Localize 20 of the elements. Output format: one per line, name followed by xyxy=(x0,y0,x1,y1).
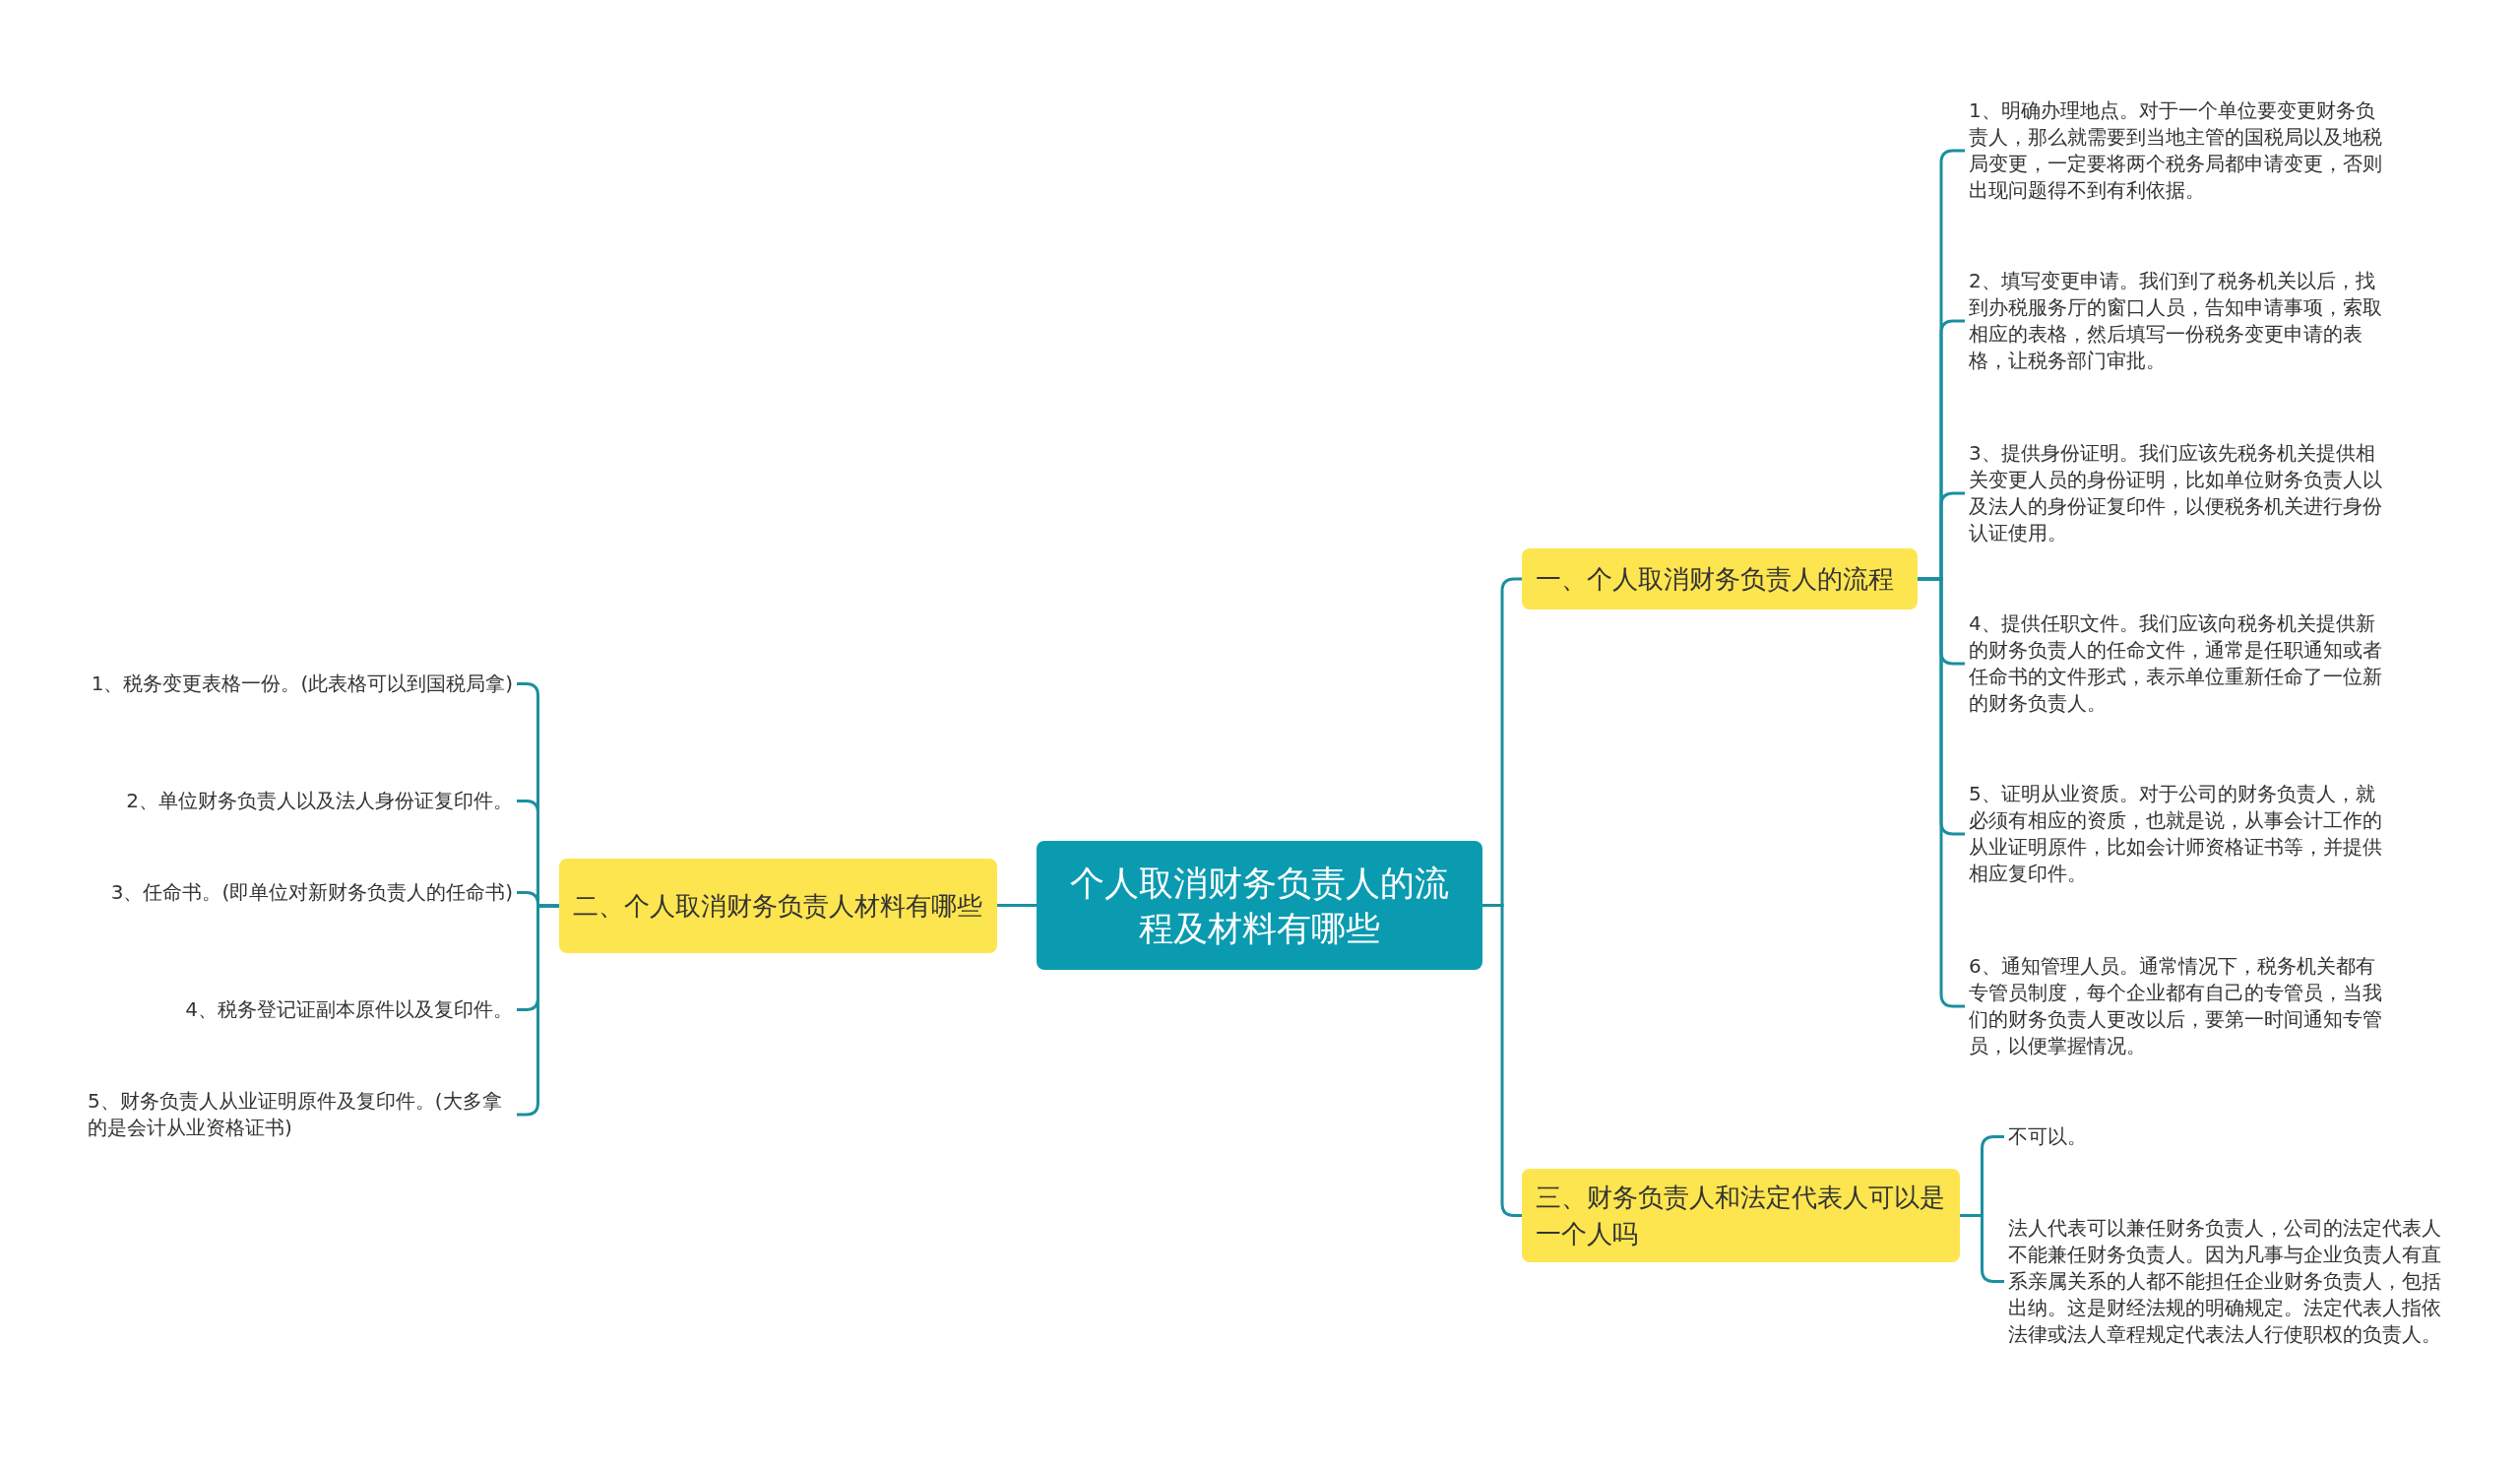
subtopic-text: 3、提供身份证明。我们应该先税务机关提供相关变更人员的身份证明，比如单位财务负责人以及法人的身份证复印件，以便税务机关进行身份认证使用。 xyxy=(1965,438,2398,548)
subtopic-text: 2、填写变更申请。我们到了税务机关以后，找到办税服务厅的窗口人员，告知申请事项，索取相应的表格，然后填写一份税务变更申请的表格，让税务部门审批。 xyxy=(1965,266,2398,376)
topic-box: 一、个人取消财务负责人的流程 xyxy=(1522,548,1918,609)
subtopic-text: 3、任命书。(即单位对新财务负责人的任命书) xyxy=(106,877,517,908)
connector-line xyxy=(997,904,1037,907)
central-topic-box: 个人取消财务负责人的流程及材料有哪些 xyxy=(1037,841,1482,970)
subtopic-text: 5、证明从业资质。对于公司的财务负责人，就必须有相应的资质，也就是说，从事会计工作的从业证明原件，比如会计师资格证书等，并提供相应复印件。 xyxy=(1965,779,2398,889)
topic-box: 三、财务负责人和法定代表人可以是一个人吗 xyxy=(1522,1169,1960,1262)
connector-line xyxy=(1918,577,1965,1008)
subtopic-text: 法人代表可以兼任财务负责人，公司的法定代表人不能兼任财务负责人。因为凡事与企业负责人有直系亲属关系的人都不能担任企业财务负责人，包括出纳。这是财经法规的明确规定。法定代表人指依法律或法人章程规定代表法人行使职权的负责人。 xyxy=(2004,1213,2447,1350)
subtopic-text: 4、提供任职文件。我们应该向税务机关提供新的财务负责人的任命文件，通常是任职通知或者任命书的文件形式，表示单位重新任命了一位新的财务负责人。 xyxy=(1965,608,2398,719)
topic-box: 二、个人取消财务负责人材料有哪些 xyxy=(559,859,997,953)
subtopic-text: 4、税务登记证副本原件以及复印件。 xyxy=(181,994,517,1025)
subtopic-text: 不可以。 xyxy=(2004,1121,2447,1152)
subtopic-text: 1、税务变更表格一份。(此表格可以到国税局拿) xyxy=(87,669,517,699)
subtopic-text: 1、明确办理地点。对于一个单位要变更财务负责人，那么就需要到当地主管的国税局以及地税局变更，一定要将两个税务局都申请变更，否则出现问题得不到有利依据。 xyxy=(1965,96,2398,206)
subtopic-text: 6、通知管理人员。通常情况下，税务机关都有专管员制度，每个企业都有自己的专管员，当我们的财务负责人更改以后，要第一时间通知专管员，以便掌握情况。 xyxy=(1965,951,2398,1061)
subtopic-text: 2、单位财务负责人以及法人身份证复印件。 xyxy=(122,786,517,816)
subtopic-text: 5、财务负责人从业证明原件及复印件。(大多拿的是会计从业资格证书) xyxy=(84,1086,517,1143)
connector-line xyxy=(1482,904,1522,1217)
